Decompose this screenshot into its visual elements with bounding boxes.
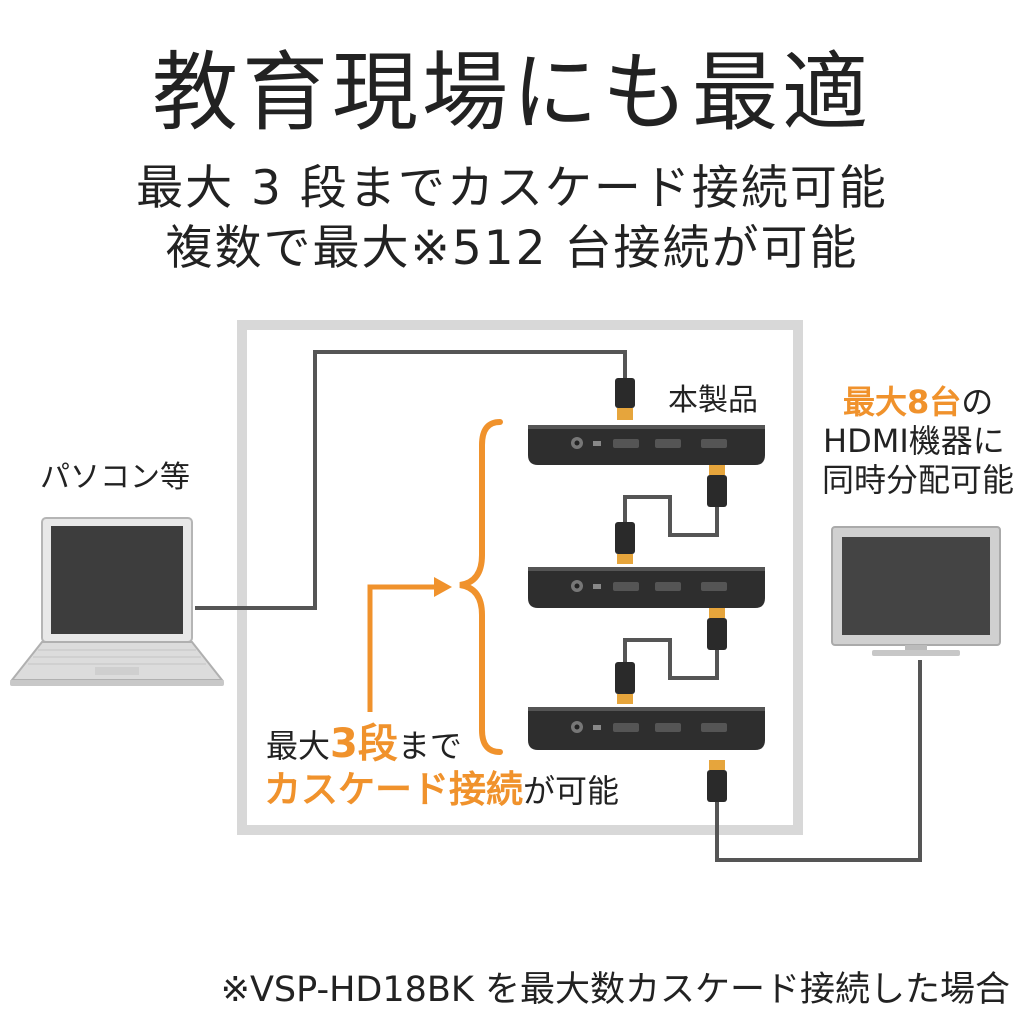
monitor-icon (831, 526, 1001, 656)
arrow-icon (367, 584, 436, 712)
cable-device2-to-device3 (623, 628, 719, 680)
cascade-until-text: まで (397, 727, 462, 765)
product-label: 本製品 (668, 383, 758, 418)
cascade-possible-text: が可能 (523, 772, 620, 810)
cascade-max-text: 最大 (266, 727, 331, 765)
laptop-icon (9, 517, 225, 686)
cascade-label-line1: 最大3段まで (266, 724, 462, 765)
hdmi-label-line2: HDMI機器に (823, 422, 1005, 460)
subtitle-max-connections: 複数で最大※512 台接続が可能 (165, 221, 859, 276)
hdmi-plug-icon (707, 760, 727, 802)
hdmi-plug-icon (707, 608, 727, 650)
hdmi-max-text: 最大 (843, 383, 908, 421)
hdmi-plug-icon (615, 522, 635, 564)
hdmi-plug-icon (615, 378, 635, 420)
page-title: 教育現場にも最適 (152, 43, 872, 143)
hdmi-label-line3: 同時分配可能 (822, 461, 1015, 499)
hdmi-plug-icon (615, 662, 635, 704)
subtitle-cascade: 最大 3 段までカスケード接続可能 (136, 161, 888, 216)
splitter-device-icon (528, 707, 765, 750)
cascade-connection-text: カスケード接続 (264, 768, 523, 811)
hdmi-plug-icon (707, 465, 727, 507)
footnote: ※VSP-HD18BK を最大数カスケード接続した場合 (220, 970, 1010, 1010)
cascade-label-line2: カスケード接続が可能 (264, 771, 620, 810)
diagram-frame (237, 320, 803, 835)
hdmi-particle-text: の (961, 383, 994, 421)
curly-brace-icon (459, 419, 503, 755)
splitter-device-icon (528, 567, 765, 608)
cable-device3-to-monitor (715, 660, 922, 862)
hdmi-label-line1: 最大8台の (843, 384, 993, 420)
splitter-device-icon (528, 425, 765, 465)
cascade-count-text: 3段 (330, 721, 398, 767)
pc-label: パソコン等 (40, 460, 190, 495)
hdmi-cables (195, 350, 922, 862)
hdmi-count-text: 8台 (907, 383, 962, 421)
cable-pc-to-device (195, 350, 627, 610)
cable-device1-to-device2 (623, 488, 719, 537)
